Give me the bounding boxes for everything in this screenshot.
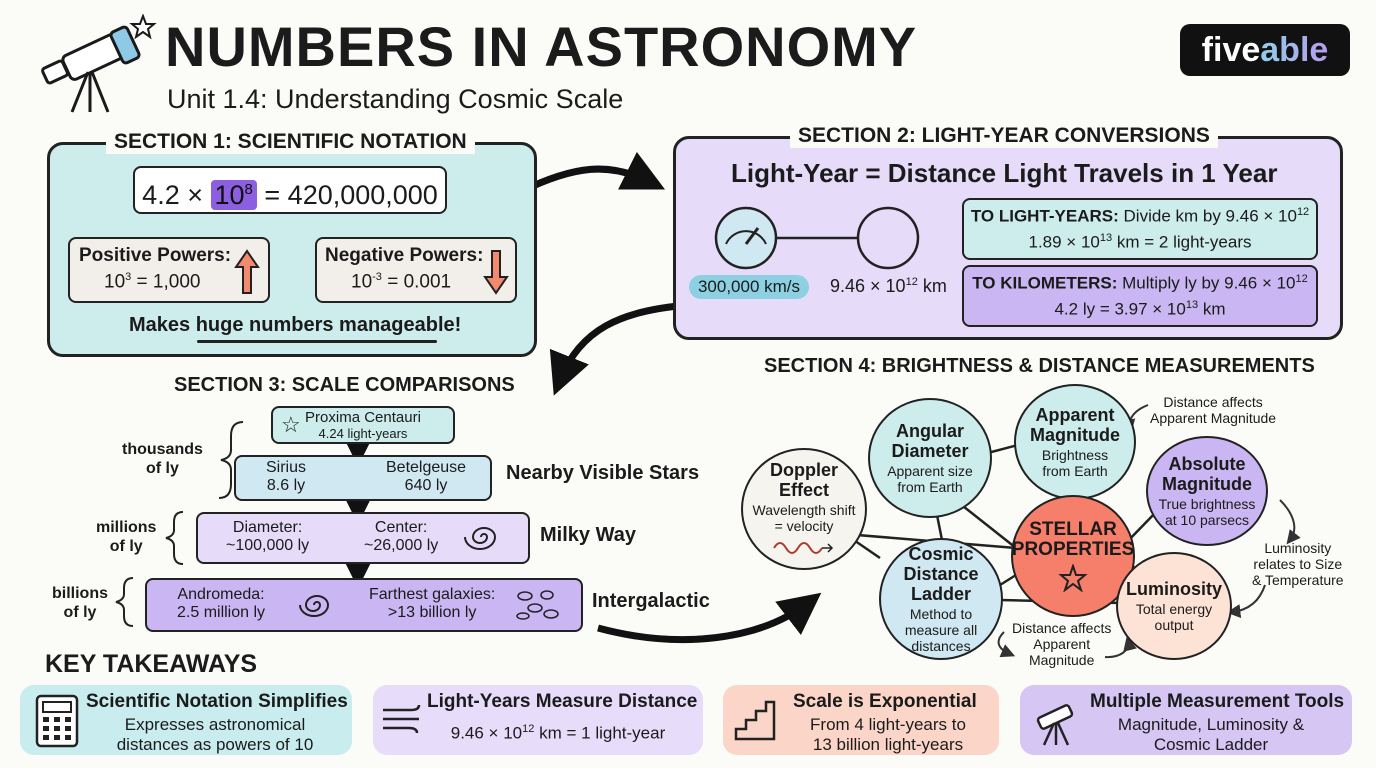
galaxy-icon — [464, 527, 497, 550]
section2-heading: SECTION 2: LIGHT-YEAR CONVERSIONS — [790, 124, 1218, 148]
takeaways-heading: KEY TAKEAWAYS — [45, 650, 258, 678]
takeaway-light-years: Light-Years Measure Distance 9.46 × 1012… — [373, 685, 703, 755]
section4-heading: SECTION 4: BRIGHTNESS & DISTANCE MEASURE… — [764, 355, 1315, 377]
to-light-years-box: TO LIGHT-YEARS: Divide km by 9.46 × 1012… — [962, 198, 1318, 260]
telescope-icon — [41, 14, 157, 113]
stairs-icon — [734, 700, 776, 741]
light-speed-badge: 300,000 km/s — [689, 275, 809, 299]
milky-way-bar: Diameter:~100,000 ly Center:~26,000 ly — [196, 512, 530, 564]
proxima-box: ☆ Proxima Centauri 4.24 light-years — [271, 406, 455, 444]
down-arrow-icon — [483, 250, 509, 295]
small-telescope-icon — [1036, 704, 1074, 746]
andromeda-galaxy-icon — [299, 595, 330, 617]
page-subtitle: Unit 1.4: Understanding Cosmic Scale — [167, 84, 624, 114]
flow-arrow-2to3 — [549, 301, 691, 396]
nearby-stars-label: Nearby Visible Stars — [506, 462, 700, 484]
notation-example: 4.2 × 108 = 420,000,000 — [133, 166, 447, 214]
star-icon: ☆ — [281, 412, 301, 437]
negative-powers-box: Negative Powers: 10-3 = 0.001 — [315, 237, 517, 303]
flow-arrow-3to4 — [597, 592, 822, 644]
star-burst-icon — [1058, 564, 1088, 592]
takeaway-scientific-notation: Scientific Notation Simplifies Expresses… — [20, 685, 352, 755]
calculator-icon — [35, 694, 79, 748]
wave-icon — [773, 542, 834, 554]
positive-powers-box: Positive Powers: 103 = 1,000 — [68, 237, 270, 303]
section1-underline — [197, 340, 437, 343]
intergalactic-bar: Andromeda:2.5 million ly Farthest galaxi… — [145, 578, 583, 632]
flow-arrow-1to2 — [518, 151, 666, 196]
wind-lines-icon — [383, 704, 421, 734]
light-year-km-value: 9.46 × 1012 km — [830, 276, 947, 296]
intergalactic-label: Intergalactic — [592, 590, 710, 612]
section3-heading: SECTION 3: SCALE COMPARISONS — [174, 374, 515, 396]
takeaway-scale-exponential: Scale is Exponential From 4 light-years … — [723, 685, 999, 755]
page-title: NUMBERS IN ASTRONOMY — [165, 15, 918, 78]
section1-heading: SECTION 1: SCIENTIFIC NOTATION — [106, 130, 475, 154]
to-kilometers-box: TO KILOMETERS: Multiply ly by 9.46 × 101… — [962, 265, 1318, 327]
up-arrow-icon — [234, 249, 260, 294]
speedometer-icon — [714, 206, 920, 270]
takeaway-measurement-tools: Multiple Measurement Tools Magnitude, Lu… — [1020, 685, 1352, 755]
section1-footer: Makes huge numbers manageable! — [129, 314, 462, 336]
light-year-definition: Light-Year = Distance Light Travels in 1… — [731, 158, 1278, 188]
milky-way-label: Milky Way — [540, 524, 636, 546]
distant-galaxies-icon — [516, 590, 559, 620]
